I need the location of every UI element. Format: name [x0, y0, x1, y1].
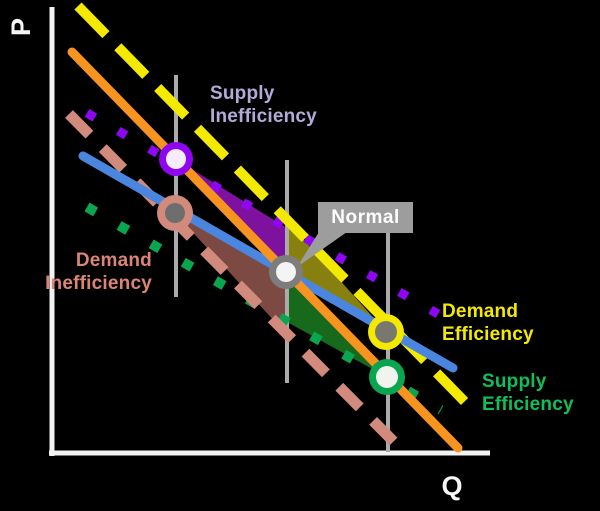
demand-inefficiency-curve: [65, 110, 404, 452]
x-axis-label: Q: [441, 471, 463, 501]
supply-inefficiency-point-core: [166, 149, 186, 169]
label-line-2: Efficiency: [442, 324, 534, 345]
label-supply-inefficiency: Supply Inefficiency: [210, 82, 317, 128]
label-line-2: Inefficiency: [45, 273, 152, 294]
label-line-2: Efficiency: [482, 394, 574, 415]
label-supply-efficiency: Supply Efficiency: [482, 370, 574, 416]
supply-efficiency-point-core: [376, 366, 398, 388]
demand-inefficiency-loss-region: [175, 213, 287, 335]
demand-efficiency-point-core: [375, 321, 397, 343]
demand-inefficiency-point-core: [165, 203, 185, 223]
normal-callout: Normal: [318, 202, 413, 233]
label-line-1: Demand: [75, 250, 152, 271]
label-demand-efficiency: Demand Efficiency: [442, 300, 534, 346]
label-line-1: Demand: [442, 301, 519, 322]
y-axis-label: P: [5, 18, 36, 37]
label-line-1: Supply: [210, 83, 275, 104]
normal-point-core: [276, 262, 296, 282]
normal-callout-pointer: [297, 232, 347, 267]
label-line-1: Supply: [482, 371, 547, 392]
label-demand-inefficiency: Demand Inefficiency: [0, 249, 152, 295]
label-line-2: Inefficiency: [210, 106, 317, 127]
